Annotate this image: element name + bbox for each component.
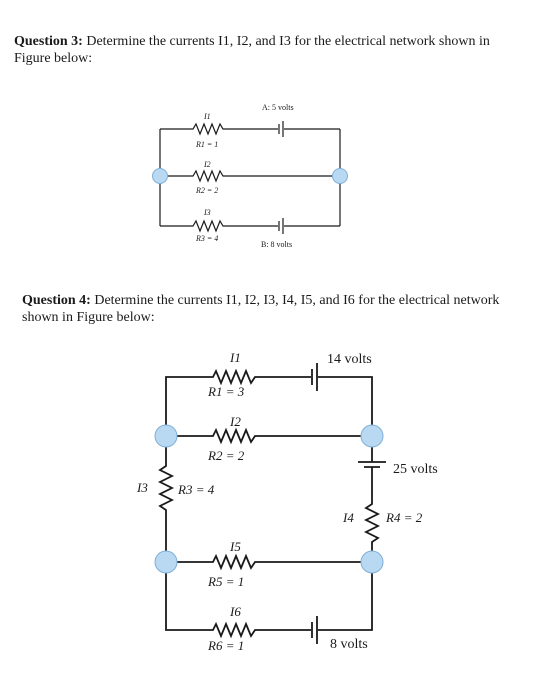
question-4-text: Determine the currents I1, I2, I3, I4, I… <box>22 293 500 325</box>
question-4-label: Question 4: <box>22 293 91 308</box>
fig2-top-branch <box>165 368 373 436</box>
circuit-figure-1: A: 5 volts B: 8 volts I1 R1 = 1 I2 R2 = … <box>152 103 348 249</box>
fig2-node-bottom-right <box>360 550 384 574</box>
fig1-current-i1: I1 <box>203 112 211 121</box>
fig1-battery-a-label: A: 5 volts <box>262 103 294 112</box>
fig2-current-i2: I2 <box>229 414 241 429</box>
fig1-bottom-branch <box>160 219 340 233</box>
fig1-resistor-r1: R1 = 1 <box>195 140 218 149</box>
question-3: Question 3: Determine the currents I1, I… <box>14 33 514 67</box>
fig2-middle-branch <box>166 427 372 445</box>
fig1-current-i2: I2 <box>203 160 211 169</box>
fig1-node-left <box>152 168 168 184</box>
fig1-resistor-r2: R2 = 2 <box>195 186 218 195</box>
fig2-resistor-r5: R5 = 1 <box>207 574 244 589</box>
fig2-left-branch <box>157 436 175 562</box>
circuit-figure-2: 14 volts 25 volts 8 volts I1 R1 = 3 I2 R… <box>136 350 438 653</box>
fig2-current-i3: I3 <box>136 480 148 495</box>
question-3-text: Determine the currents I1, I2, and I3 fo… <box>14 34 490 66</box>
fig1-battery-b-label: B: 8 volts <box>261 240 292 249</box>
fig2-resistor-r4: R4 = 2 <box>385 510 423 525</box>
fig2-right-branch <box>363 436 381 562</box>
fig1-resistor-r3: R3 = 4 <box>195 234 218 243</box>
fig2-node-top-right <box>360 424 384 448</box>
fig2-battery-top <box>311 363 318 391</box>
fig2-voltage-top: 14 volts <box>327 352 372 367</box>
fig2-battery-right <box>358 461 386 468</box>
fig2-resistor-r1: R1 = 3 <box>207 384 245 399</box>
fig2-node-top-left <box>154 424 178 448</box>
fig2-current-i1: I1 <box>229 350 241 365</box>
fig2-bottom-branch <box>165 562 373 639</box>
fig1-battery-b <box>278 218 284 234</box>
fig2-current-i5: I5 <box>229 539 241 554</box>
fig1-battery-a <box>278 121 284 137</box>
question-3-label: Question 3: <box>14 34 83 49</box>
fig2-fifth-branch <box>166 553 372 571</box>
fig1-middle-branch <box>160 169 340 183</box>
fig2-resistor-r2: R2 = 2 <box>207 448 245 463</box>
fig2-voltage-right: 25 volts <box>393 462 438 477</box>
fig2-current-i4: I4 <box>342 510 354 525</box>
fig2-resistor-r6: R6 = 1 <box>207 638 244 653</box>
fig2-battery-bottom <box>311 616 318 644</box>
fig2-node-bottom-left <box>154 550 178 574</box>
fig2-voltage-bottom: 8 volts <box>330 637 368 652</box>
fig1-node-right <box>332 168 348 184</box>
fig1-current-i3: I3 <box>203 208 211 217</box>
fig1-top-branch <box>160 122 340 136</box>
fig2-current-i6: I6 <box>229 604 241 619</box>
fig2-resistor-r3: R3 = 4 <box>177 482 215 497</box>
question-4: Question 4: Determine the currents I1, I… <box>22 292 522 326</box>
